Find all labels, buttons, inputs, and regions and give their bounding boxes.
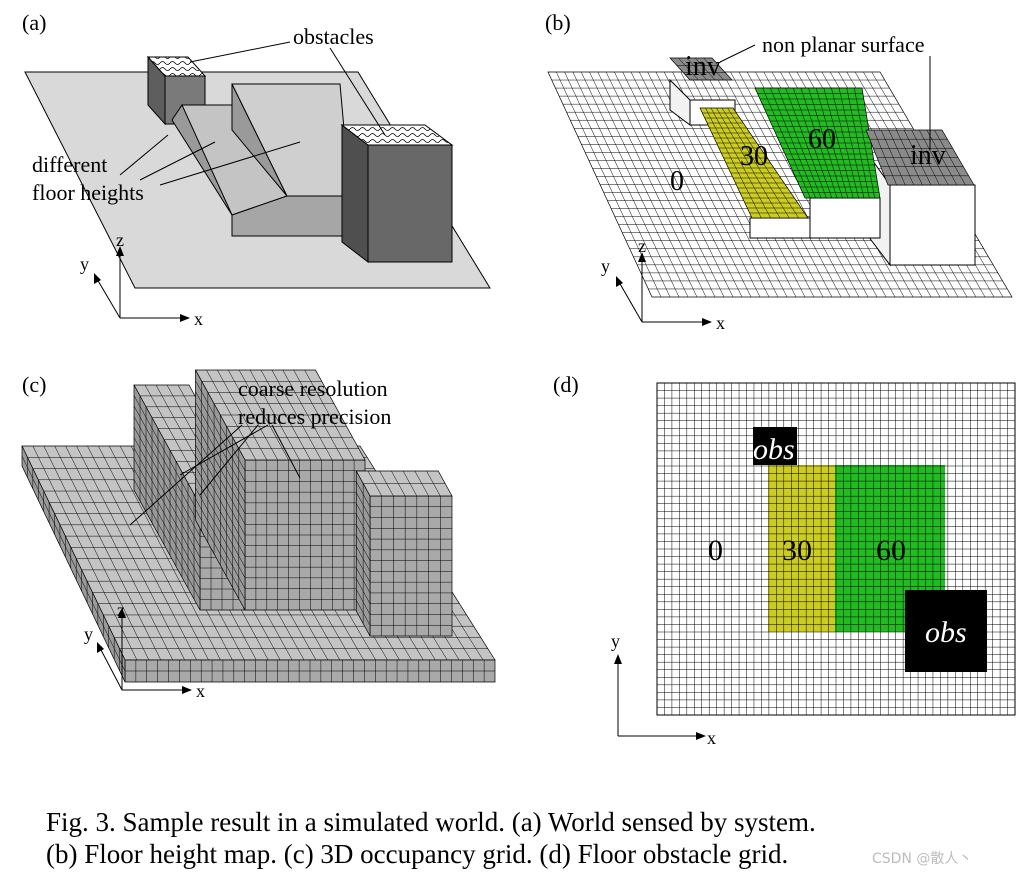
axis-z-label-c: z [117, 600, 125, 620]
obs-label-bottom: obs [925, 616, 967, 649]
inv-label-right: inv [910, 140, 946, 171]
axis-z-label-b: z [638, 236, 646, 256]
inv-left-region [669, 57, 733, 81]
obs-label-top: obs [753, 433, 795, 466]
axes-c: x y z [84, 600, 205, 701]
axes-d: x y [611, 631, 716, 748]
axes-a: x y z [80, 230, 203, 329]
floor-heights-label-2: floor heights [32, 180, 144, 205]
panel-d: (d) obs obs 0 30 60 x y [553, 372, 1016, 748]
obstacle-cell-top [753, 427, 797, 465]
coarse-resolution-label-1: coarse resolution [238, 376, 388, 401]
axis-x-label-d: x [707, 728, 716, 748]
panel-a-label: (a) [22, 10, 46, 35]
axis-x-label-c: x [196, 681, 205, 701]
coarse-resolution-label-2: reduces precision [238, 404, 391, 429]
obstacle-cell-bottom [905, 590, 987, 672]
panel-b: (b) non planar surface inv inv 0 30 60 [545, 10, 1013, 333]
panel-c: (c) coarse resolution reduces precision … [21, 369, 496, 701]
floor-heights-label-1: different [32, 152, 107, 177]
inv-label-left: inv [685, 51, 721, 82]
panel-b-label: (b) [545, 10, 571, 35]
annotation-leaders-a [119, 41, 386, 186]
axis-y-label-c: y [84, 624, 93, 644]
height-60-label-b: 60 [808, 124, 836, 155]
axis-y-label-a: y [80, 254, 89, 274]
height-30-cells [768, 465, 835, 632]
large-obstacle [340, 123, 454, 264]
height-30-label-b: 30 [740, 141, 768, 172]
watermark: CSDN @散人丶 [872, 851, 973, 867]
inv-right-region [865, 129, 975, 186]
axes-b: x y z [601, 236, 725, 333]
figure-caption-line-1: Fig. 3. Sample result in a simulated wor… [46, 807, 816, 837]
annotation-leaders-b [719, 44, 931, 150]
axis-x-label-a: x [194, 309, 203, 329]
height-0-label-d: 0 [708, 534, 723, 567]
axis-z-label-a: z [116, 230, 124, 250]
panel-d-label: (d) [553, 372, 579, 397]
axis-y-label-d: y [611, 631, 620, 651]
height-60-region [754, 87, 881, 199]
axis-x-label-b: x [716, 313, 725, 333]
panel-a: (a) [22, 10, 491, 329]
obstacles-label: obstacles [293, 24, 374, 49]
height-30-label-d: 30 [782, 534, 812, 567]
height-30-region [699, 107, 809, 219]
non-planar-surface-label: non planar surface [762, 32, 924, 57]
height-60-label-d: 60 [876, 534, 906, 567]
figure-caption-line-2: (b) Floor height map. (c) 3D occupancy g… [46, 839, 789, 869]
height-0-label-b: 0 [670, 166, 684, 197]
platform-sides-b [749, 197, 881, 239]
panel-c-label: (c) [22, 372, 46, 397]
occupancy-voxel-blocks [133, 369, 453, 637]
annotation-leaders-c [129, 424, 301, 526]
axis-y-label-b: y [601, 256, 610, 276]
